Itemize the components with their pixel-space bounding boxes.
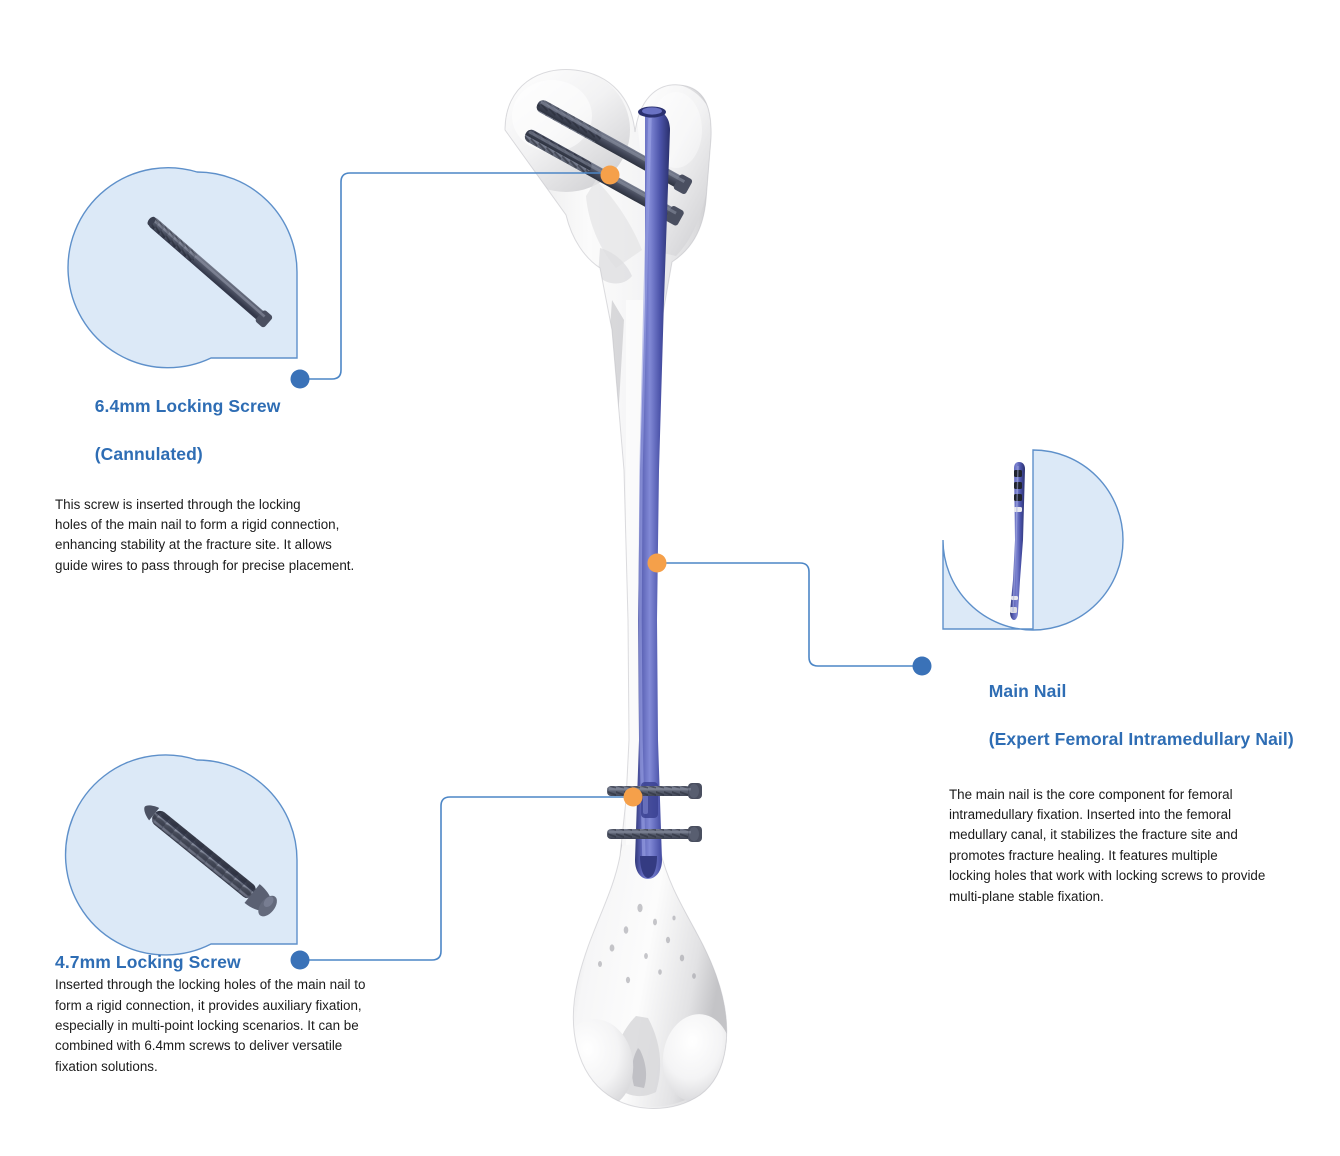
annotation-title-screw-64: 6.4mm Locking Screw (Cannulated) bbox=[55, 370, 415, 491]
cannulated-screw-icon bbox=[147, 216, 273, 328]
marker-dot-screw-47 bbox=[623, 787, 643, 807]
leader-line-screw-47 bbox=[300, 796, 633, 961]
marker-dot-main-nail bbox=[647, 553, 667, 573]
connector-dot-screw-64 bbox=[290, 369, 310, 389]
annotation-body-screw-47: Inserted through the locking holes of th… bbox=[55, 977, 366, 1074]
intramedullary-nail-icon bbox=[1010, 462, 1025, 620]
annotation-body-screw-64: This screw is inserted through the locki… bbox=[55, 496, 355, 573]
annotation-screw-64: 6.4mm Locking Screw (Cannulated) This sc… bbox=[55, 370, 415, 576]
leader-line-main-nail bbox=[657, 562, 922, 667]
connector-dot-screw-47 bbox=[290, 950, 310, 970]
annotation-main-nail: Main Nail (Expert Femoral Intramedullary… bbox=[949, 655, 1309, 907]
cortical-screw-icon bbox=[144, 805, 277, 917]
annotation-title-line2: (Cannulated) bbox=[94, 444, 203, 465]
marker-dot-screw-64 bbox=[600, 165, 620, 185]
callout-screw-64 bbox=[67, 167, 298, 369]
annotation-title-screw-47: 4.7mm Locking Screw bbox=[55, 952, 241, 972]
annotation-title-main-nail: Main Nail (Expert Femoral Intramedullary… bbox=[949, 655, 1309, 776]
annotation-screw-47: 4.7mm Locking Screw Inserted through the… bbox=[55, 950, 430, 1077]
distal-locking-screw-lower bbox=[607, 826, 702, 842]
annotation-body-main-nail: The main nail is the core component for … bbox=[949, 786, 1266, 904]
connector-dot-main-nail bbox=[912, 656, 932, 676]
callout-screw-47 bbox=[64, 754, 298, 956]
annotation-title-line1: 6.4mm Locking Screw bbox=[94, 396, 281, 417]
annotation-title-line1: Main Nail bbox=[988, 681, 1067, 702]
callout-main-nail bbox=[942, 449, 1124, 631]
leader-line-screw-64 bbox=[300, 172, 610, 380]
annotation-title-line2: (Expert Femoral Intramedullary Nail) bbox=[988, 729, 1294, 750]
